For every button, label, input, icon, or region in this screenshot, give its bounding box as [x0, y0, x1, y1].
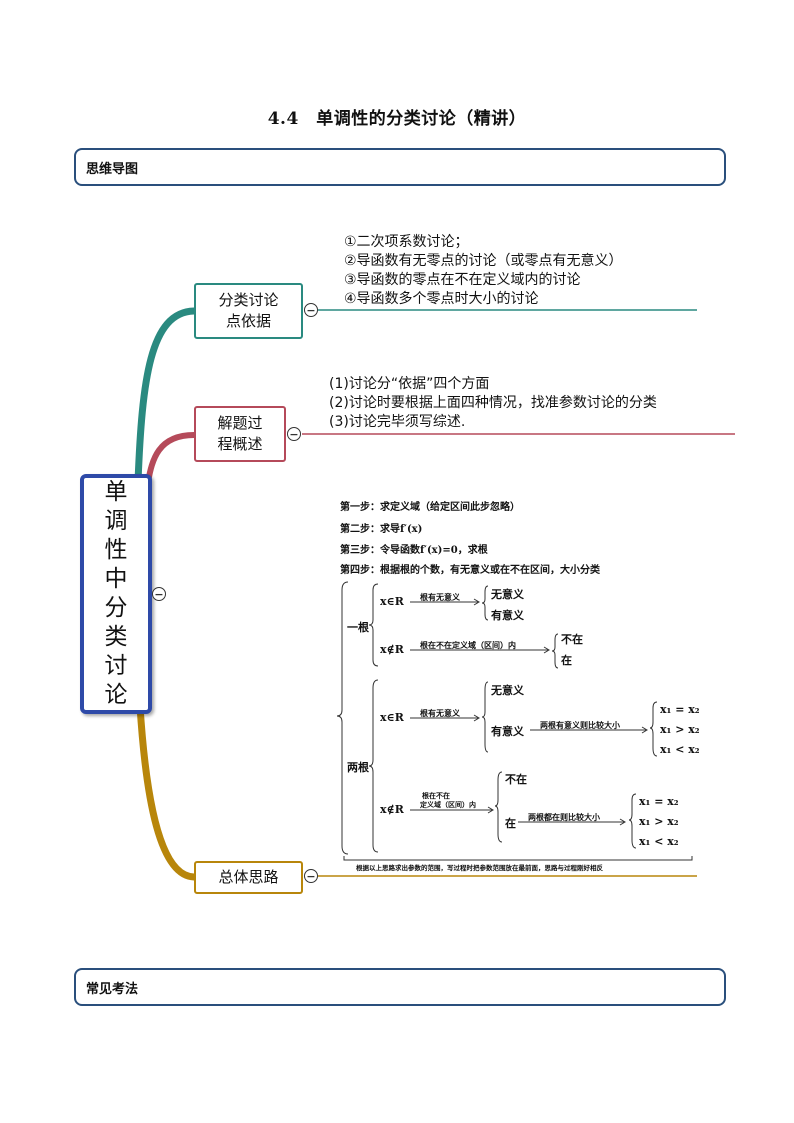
- note-line: (3)讨论完毕须写综述.: [329, 414, 466, 430]
- branch-basis-node: 分类讨论 点依据: [194, 283, 303, 339]
- step-2: 第二步：求导f′(x): [340, 524, 423, 535]
- note-line: (2)讨论时要根据上面四种情况，找准参数讨论的分类: [329, 395, 657, 411]
- root-in-domain-label: 根在不在定义域（区间）内: [420, 640, 516, 650]
- branch-label-line: 分类讨论: [218, 291, 279, 309]
- x-in-r-label: x∈R: [380, 711, 404, 724]
- compare-eq: x₁ = x₂: [660, 703, 700, 716]
- not-in-label: 不在: [561, 633, 583, 646]
- two-in-compare-label: 两根都在则比较大小: [528, 812, 600, 822]
- has-meaning-label: 有意义: [491, 609, 524, 622]
- section-header-mind-map: 思维导图: [74, 148, 726, 186]
- branch-label-line: 程概述: [217, 435, 263, 453]
- root-char: 中: [104, 566, 128, 592]
- x-in-r-label: x∈R: [380, 595, 404, 608]
- one-root-label: 一根: [347, 621, 369, 634]
- x-notin-r-label: x∉R: [380, 643, 404, 656]
- root-not-in-label-line1: 根在不在: [422, 791, 450, 800]
- branch-overall-collapse-icon[interactable]: −: [304, 869, 318, 883]
- root-char: 单: [104, 479, 128, 505]
- branch-process-notes: (1)讨论分“依据”四个方面 (2)讨论时要根据上面四种情况，找准参数讨论的分类…: [329, 375, 657, 432]
- root-meaning-label: 根有无意义: [420, 592, 460, 602]
- root-char: 类: [104, 624, 128, 650]
- root-char: 调: [104, 508, 128, 534]
- note-line: ③导函数的零点在不在定义域内的讨论: [344, 272, 581, 288]
- step-1: 第一步：求定义域（给定区间此步忽略）: [340, 502, 520, 513]
- branch-label-line: 解题过: [217, 414, 263, 432]
- note-line: (1)讨论分“依据”四个方面: [329, 376, 490, 392]
- compare-gt: x₁ > x₂: [639, 815, 679, 828]
- compare-gt: x₁ > x₂: [660, 723, 700, 736]
- root-char: 性: [104, 537, 128, 563]
- no-meaning-label: 无意义: [491, 684, 524, 697]
- branch-label: 总体思路: [218, 868, 279, 886]
- in-label: 在: [505, 817, 516, 830]
- not-in-label: 不在: [505, 773, 527, 786]
- in-label: 在: [561, 654, 572, 667]
- note-line: ①二次项系数讨论；: [344, 234, 469, 250]
- section-title: 思维导图: [86, 161, 139, 177]
- root-meaning-label: 根有无意义: [420, 708, 460, 718]
- no-meaning-label: 无意义: [491, 588, 524, 601]
- note-line: ④导函数多个零点时大小的讨论: [344, 291, 539, 307]
- x-notin-r-label: x∉R: [380, 803, 404, 816]
- root-collapse-icon[interactable]: −: [152, 587, 166, 601]
- page-title: 4.4 单调性的分类讨论（精讲）: [267, 109, 527, 129]
- branch-label-line: 点依据: [225, 312, 271, 330]
- branch-basis-notes: ①二次项系数讨论； ②导函数有无零点的讨论（或零点有无意义） ③导函数的零点在不…: [344, 233, 623, 309]
- step-3: 第三步：令导函数f′(x)=0，求根: [340, 545, 488, 556]
- root-char: 论: [104, 682, 128, 708]
- branch-process-collapse-icon[interactable]: −: [287, 427, 301, 441]
- mind-map-root: 单 调 性 中 分 类 讨 论: [80, 474, 152, 714]
- branch-basis-collapse-icon[interactable]: −: [304, 303, 318, 317]
- section-title: 常见考法: [86, 981, 139, 997]
- compare-eq: x₁ = x₂: [639, 795, 679, 808]
- root-not-in-label-line2: 定义域（区间）内: [420, 800, 476, 809]
- has-meaning-label: 有意义: [491, 725, 524, 738]
- root-char: 分: [104, 595, 128, 621]
- root-char: 讨: [104, 653, 128, 679]
- compare-lt: x₁ < x₂: [639, 835, 679, 848]
- step-4: 第四步：根据根的个数，有无意义或在不在区间，大小分类: [340, 565, 600, 576]
- summary-note: 根据以上思路求出参数的范围，写过程时把参数范围放在最前面，思路与过程刚好相反: [356, 864, 603, 872]
- note-line: ②导函数有无零点的讨论（或零点有无意义）: [344, 253, 623, 269]
- two-meaning-compare-label: 两根有意义则比较大小: [540, 720, 620, 730]
- compare-lt: x₁ < x₂: [660, 743, 700, 756]
- branch-overall-node: 总体思路: [194, 861, 303, 894]
- two-roots-label: 两根: [347, 761, 369, 774]
- section-header-common-types: 常见考法: [74, 968, 726, 1006]
- branch-process-node: 解题过 程概述: [194, 406, 286, 462]
